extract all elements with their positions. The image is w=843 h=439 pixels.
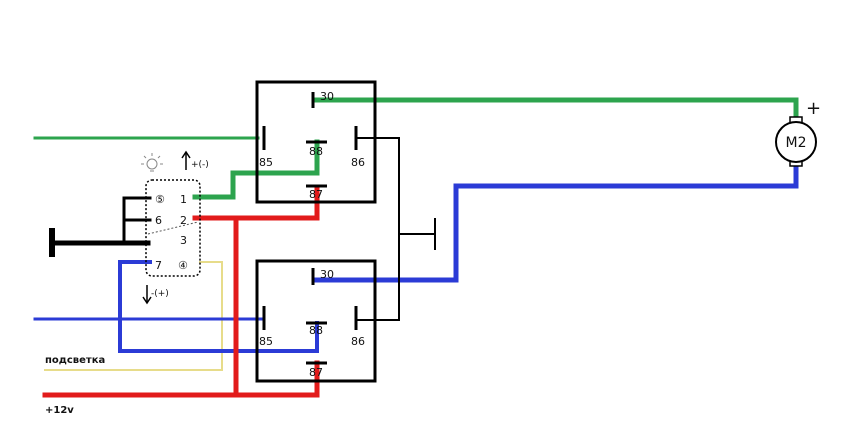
relay-bottom-pin86-label: 86 xyxy=(351,335,365,348)
wire-green-switch-to-88 xyxy=(192,139,320,200)
switch-down-label: -(+) xyxy=(151,289,169,299)
relay-bottom-pin85-label: 85 xyxy=(259,335,273,348)
switch-body xyxy=(145,179,201,277)
motor-body xyxy=(775,121,817,163)
lamp-icon xyxy=(141,153,163,172)
wire-black-86-ground xyxy=(355,137,400,321)
switch: ⑤ 1 6 2 3 7 ④ +(-) -(+) xyxy=(141,150,209,305)
switch-pin7-label: 7 xyxy=(155,259,162,272)
switch-pin3-label: 3 xyxy=(180,234,187,247)
wire-black-switch-bridge xyxy=(122,196,152,245)
switch-pin1-label: 1 xyxy=(180,193,187,206)
relay-bottom-pin88-label: 88 xyxy=(309,324,323,337)
relay-top-pin87-label: 87 xyxy=(309,188,323,201)
wire-red-12v xyxy=(42,360,320,398)
relay-top-pin30-label: 30 xyxy=(320,90,334,103)
switch-up-label: +(-) xyxy=(191,160,209,170)
wire-blue-30-to-motor xyxy=(314,163,799,283)
wires xyxy=(33,97,799,398)
switch-lever xyxy=(147,221,199,235)
relay-top-pin88-label: 88 xyxy=(309,145,323,158)
relay-bottom-body xyxy=(255,259,377,383)
relay-bottom-pin30-label: 30 xyxy=(320,268,334,281)
relay-top-body xyxy=(255,80,377,204)
switch-pin2-label: 2 xyxy=(180,214,187,227)
motor-label: M2 xyxy=(786,135,807,151)
arrow-up-icon xyxy=(181,150,191,170)
wire-green-30-to-motor xyxy=(314,97,799,120)
wire-blue-switch-loop xyxy=(118,260,319,353)
relay-top: 30 85 88 86 87 xyxy=(255,80,377,204)
switch-pin6-label: 6 xyxy=(155,214,162,227)
switch-pin5-label: ⑤ xyxy=(155,193,165,206)
relay-top-pin85-label: 85 xyxy=(259,156,273,169)
relay-top-pin86-label: 86 xyxy=(351,156,365,169)
power-label: +12v xyxy=(45,405,74,416)
motor-plus-label: + xyxy=(806,98,821,119)
motor: M2 + xyxy=(775,98,821,167)
wire-backlight xyxy=(44,261,223,371)
backlight-label: подсветка xyxy=(45,355,105,366)
relay-bottom: 30 85 88 86 87 xyxy=(255,259,377,383)
arrow-down-icon xyxy=(142,285,152,305)
switch-pin4-label: ④ xyxy=(178,259,188,272)
relay-bottom-pin87-label: 87 xyxy=(309,366,323,379)
